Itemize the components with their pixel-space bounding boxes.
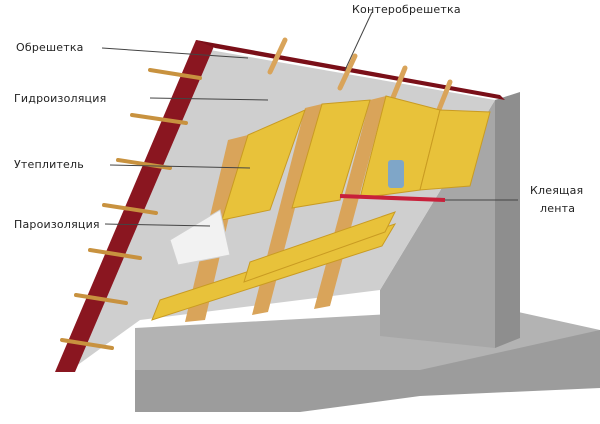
vent-pipe: [388, 160, 404, 188]
insulation-panels: [151, 95, 491, 321]
counter-battens: [267, 37, 453, 115]
vapor-barrier-sheet: [169, 209, 231, 266]
back-wall: [495, 92, 520, 348]
adhesive-tape: [339, 194, 446, 202]
leader-lines: [101, 11, 518, 227]
label-insulation: Утеплитель: [14, 158, 84, 171]
label-vapor-barrier: Пароизоляция: [14, 218, 100, 231]
label-counter-batten: Контеробрешетка: [352, 3, 461, 16]
label-adhesive-tape-line1: Клеящая: [530, 184, 584, 197]
label-adhesive-tape-line2: лента: [540, 202, 576, 215]
battens: [60, 68, 202, 350]
label-waterproofing: Гидроизоляция: [14, 92, 107, 105]
label-battens: Обрешетка: [16, 41, 84, 54]
